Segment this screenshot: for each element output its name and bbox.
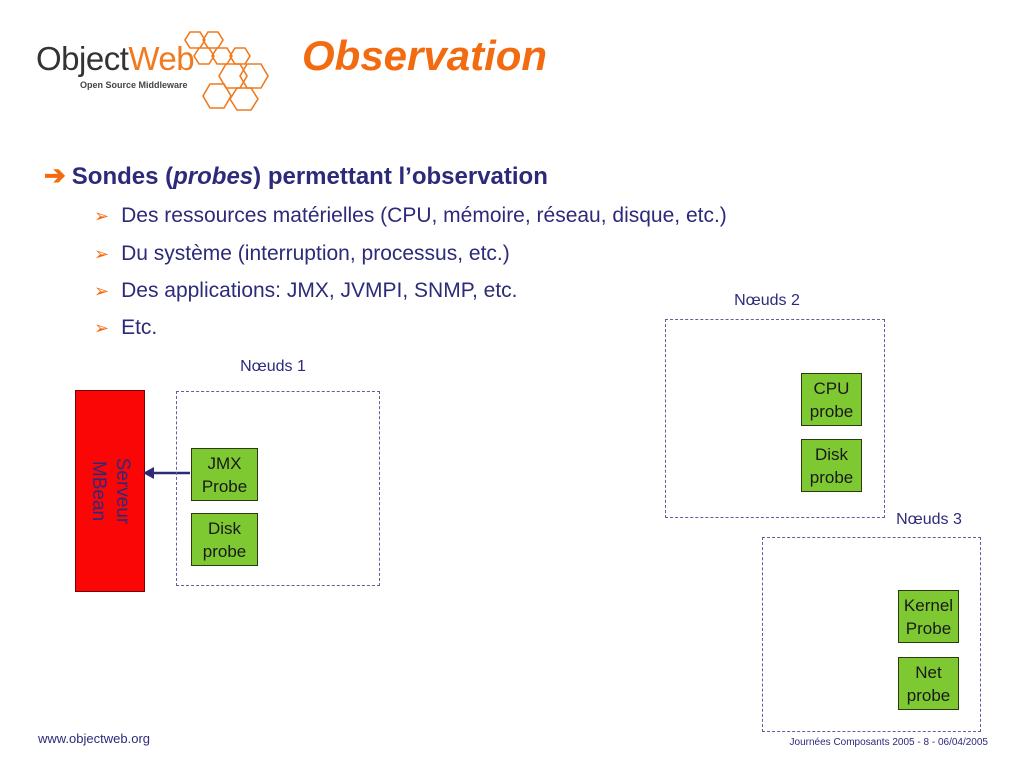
node-3-label: Nœuds 3	[896, 511, 962, 528]
triangle-bullet-icon: ➢	[94, 206, 110, 226]
jmx-probe: JMX Probe	[191, 448, 258, 501]
probe-line1: JMX	[207, 453, 242, 473]
slide-title: Observation	[302, 32, 548, 79]
sub-bullet: ➢ Du système (interruption, processus, et…	[94, 242, 510, 266]
logo-web-text: Web	[128, 40, 195, 77]
sub-bullet-text: Des applications: JMX, JVMPI, SNMP, etc.	[121, 279, 518, 302]
arrow-bullet-icon: ➔	[44, 160, 66, 190]
node-2-label: Nœuds 2	[734, 292, 800, 309]
sub-bullet-text: Des ressources matérielles (CPU, mémoire…	[121, 204, 727, 227]
disk-probe-node1: Disk probe	[191, 513, 258, 566]
probe-line2: probe	[906, 685, 951, 705]
sub-bullet: ➢ Etc.	[94, 316, 157, 340]
logo-hexagon-graphic	[184, 31, 269, 111]
server-label-line2: MBean	[88, 460, 109, 522]
probe-line1: Disk	[207, 518, 242, 538]
main-bullet-italic: probes	[173, 163, 254, 190]
node-1-box	[176, 391, 380, 586]
connection-arrow	[143, 467, 190, 479]
probe-line2: probe	[809, 467, 854, 487]
main-bullet-suffix: ) permettant l’observation	[253, 163, 548, 190]
triangle-bullet-icon: ➢	[94, 244, 110, 264]
server-mbean-label: Serveur MBean	[86, 458, 134, 525]
net-probe: Net probe	[898, 657, 959, 710]
probe-line1: Kernel	[903, 595, 954, 615]
probe-line2: probe	[809, 401, 854, 421]
sub-bullet-text: Etc.	[121, 316, 158, 339]
footer-url: www.objectweb.org	[38, 731, 150, 746]
probe-line1: CPU	[813, 378, 850, 398]
node-1-label: Nœuds 1	[240, 358, 306, 375]
disk-probe-node2: Disk probe	[801, 439, 862, 492]
probe-line1: Net	[915, 662, 942, 682]
cpu-probe: CPU probe	[801, 373, 862, 426]
sub-bullet: ➢ Des ressources matérielles (CPU, mémoir…	[94, 204, 727, 228]
footer-info: Journées Composants 2005 - 8 - 06/04/200…	[789, 737, 988, 748]
triangle-bullet-icon: ➢	[94, 281, 110, 301]
main-bullet-prefix: Sondes (	[71, 163, 174, 190]
probe-line2: probe	[202, 541, 247, 561]
logo-wordmark: ObjectWeb	[36, 40, 195, 78]
sub-bullet-text: Du système (interruption, processus, etc…	[121, 242, 510, 265]
main-bullet: ➔Sondes (probes) permettant l’observatio…	[44, 160, 548, 191]
probe-line2: Probe	[201, 476, 248, 496]
probe-line2: Probe	[905, 618, 952, 638]
server-label-line1: Serveur	[112, 457, 133, 525]
node-3-box	[762, 537, 981, 732]
logo-tagline: Open Source Middleware	[80, 80, 188, 90]
logo-object-text: Object	[36, 40, 129, 77]
triangle-bullet-icon: ➢	[94, 318, 110, 338]
probe-line1: Disk	[814, 444, 849, 464]
node-2-box	[665, 319, 885, 518]
server-mbean-box: Serveur MBean	[75, 390, 145, 592]
sub-bullet: ➢ Des applications: JMX, JVMPI, SNMP, etc…	[94, 279, 518, 303]
